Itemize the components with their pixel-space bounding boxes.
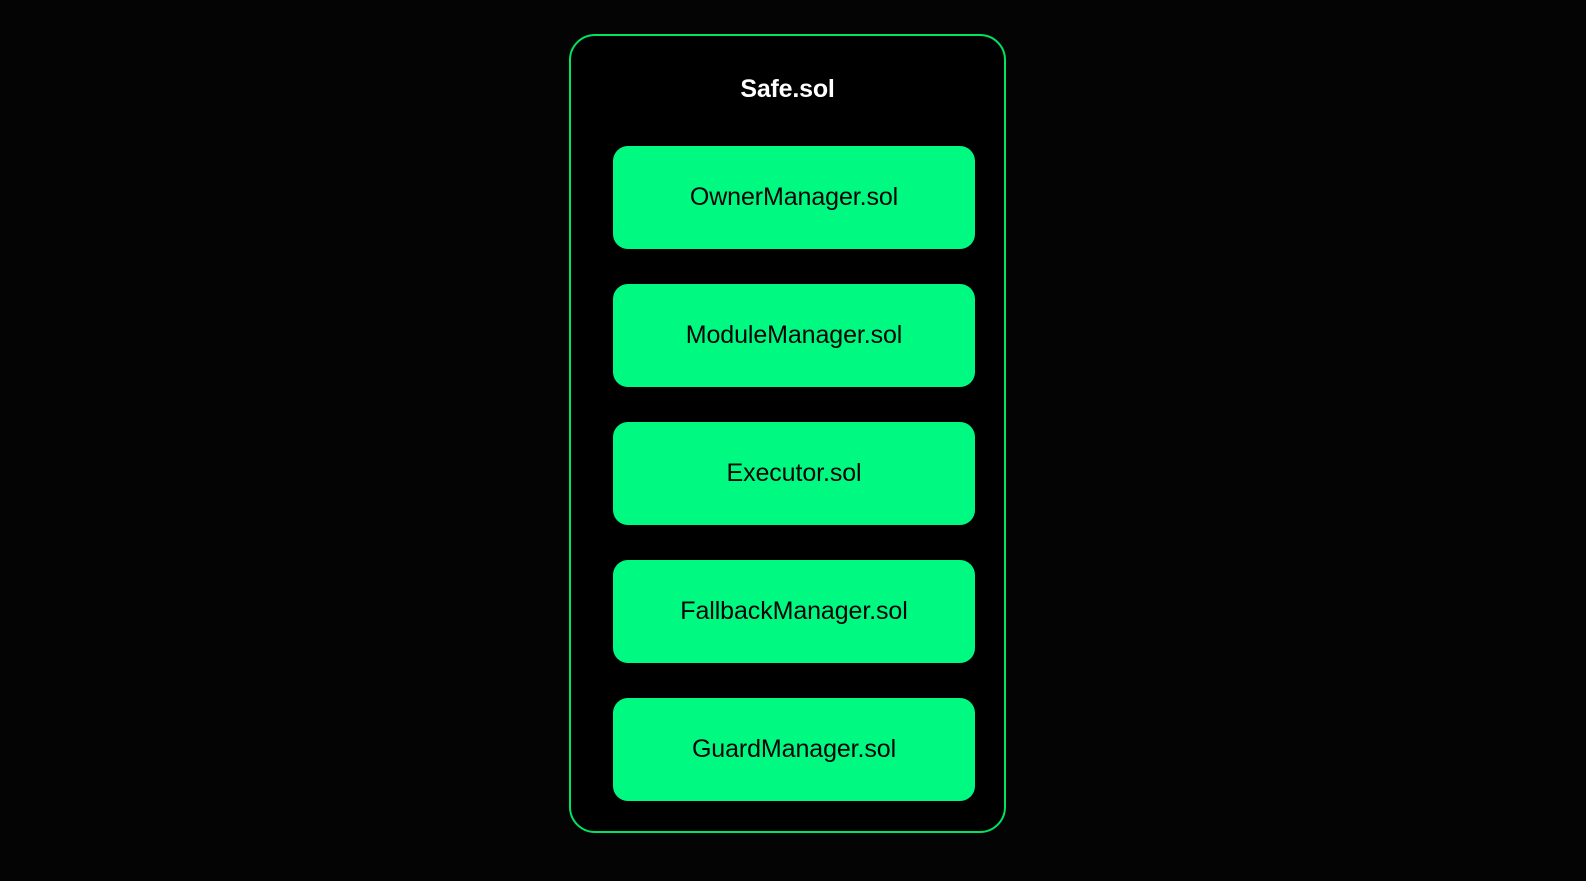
safe-sol-container: Safe.sol OwnerManager.sol ModuleManager.…: [569, 34, 1006, 833]
module-label: OwnerManager.sol: [689, 183, 899, 211]
module-label: FallbackManager.sol: [680, 597, 908, 625]
module-label: ModuleManager.sol: [685, 321, 903, 349]
module-label: GuardManager.sol: [691, 735, 897, 763]
module-list: OwnerManager.sol ModuleManager.sol Execu…: [613, 146, 975, 801]
module-box-guard-manager: GuardManager.sol: [613, 698, 975, 801]
module-label: Executor.sol: [726, 459, 862, 487]
container-title: Safe.sol: [740, 75, 835, 103]
module-box-owner-manager: OwnerManager.sol: [613, 146, 975, 249]
module-box-executor: Executor.sol: [613, 422, 975, 525]
module-box-module-manager: ModuleManager.sol: [613, 284, 975, 387]
module-box-fallback-manager: FallbackManager.sol: [613, 560, 975, 663]
